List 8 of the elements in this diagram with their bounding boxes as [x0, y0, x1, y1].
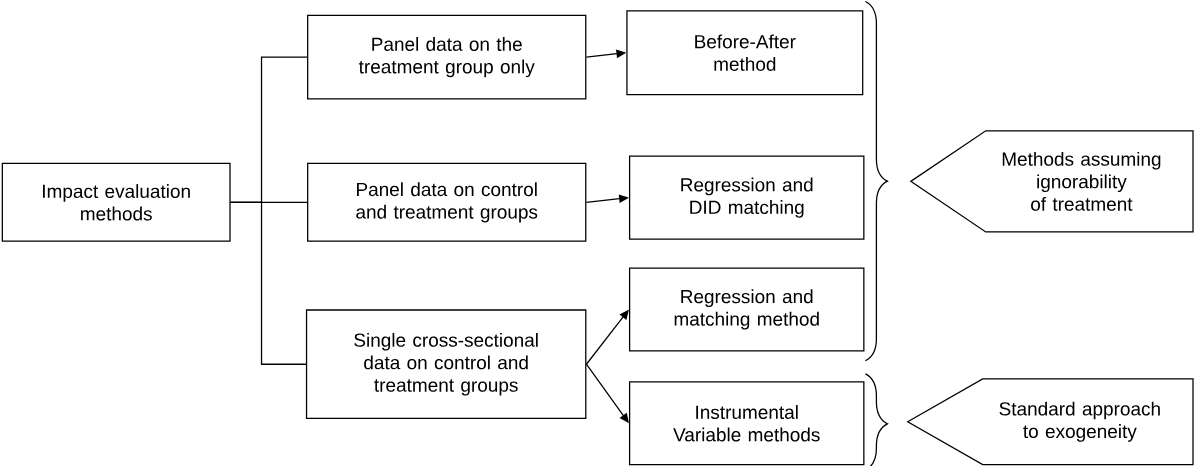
method-box: Panel data on the treatment group only	[307, 14, 587, 100]
method-box: Regression and matching method	[628, 267, 865, 352]
method-box: Before-After method	[626, 10, 864, 96]
method-box: Instrumental Variable methods	[628, 381, 865, 466]
method-box: Impact evaluation methods	[1, 162, 231, 242]
method-box: Regression and DID matching	[628, 155, 865, 240]
method-box: Panel data on control and treatment groups	[307, 162, 587, 242]
method-box: Single cross-sectional data on control and treatment groups	[305, 309, 587, 420]
